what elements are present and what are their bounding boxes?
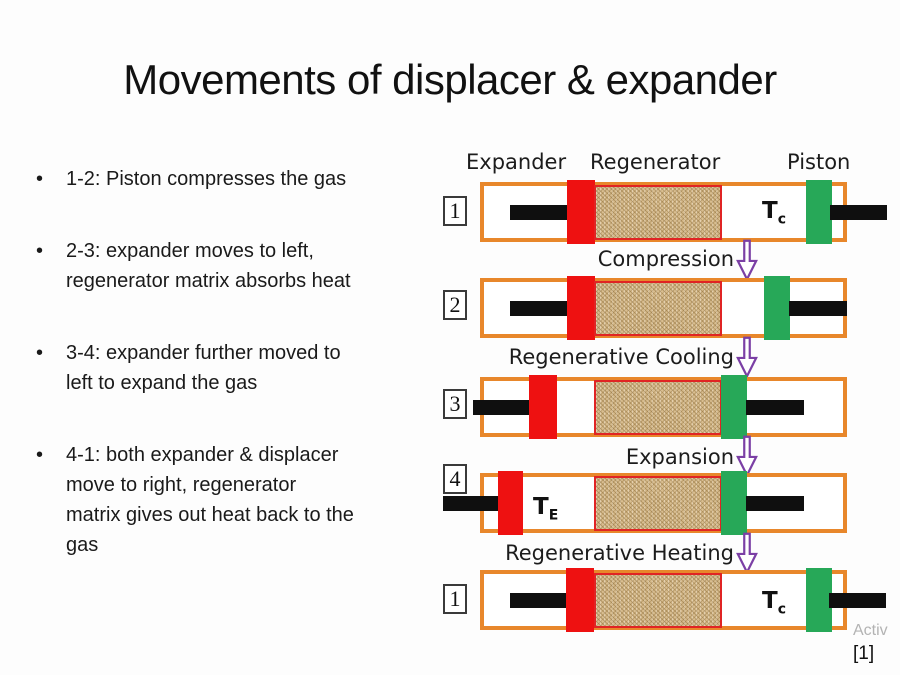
column-label-piston: Piston [787,150,851,174]
list-item: 4-1: both expander & displacer move to r… [36,440,408,560]
piston-rod [789,301,847,316]
bullet-text: 4-1: both expander & displacer move to r… [66,444,354,556]
column-label-regenerator: Regenerator [590,150,721,174]
activate-watermark: Activ [853,622,888,639]
bullet-text: 3-4: expander further moved to left to e… [66,342,341,394]
stage-number: 1 [443,196,467,226]
bullet-text: 2-3: expander moves to left, regenerator… [66,240,351,292]
stage-number: 1 [443,584,467,614]
column-label-expander: Expander [466,150,567,174]
down-arrow-icon [736,435,758,477]
expander-rod [473,400,531,415]
transition-label: Compression [597,247,734,271]
list-item: 1-2: Piston compresses the gas [36,164,408,194]
regenerator-matrix [594,573,722,628]
expander-block [566,568,594,632]
temp-subscript: E [548,507,559,524]
temp-subscript: c [777,211,787,228]
stage-number: 4 [443,464,467,494]
piston-block [721,375,747,439]
piston-rod [829,593,886,608]
piston-block [721,471,747,535]
temp-symbol: T [762,588,778,614]
expander-block [567,276,595,340]
regenerator-matrix [594,476,722,531]
transition-label: Regenerative Heating [505,541,734,565]
temperature-label: Tc [762,198,786,228]
expander-block [567,180,595,244]
list-item: 3-4: expander further moved to left to e… [36,338,408,398]
regenerator-matrix [594,185,722,240]
stage-number: 3 [443,389,467,419]
list-item: 2-3: expander moves to left, regenerator… [36,236,408,296]
transition-label: Regenerative Cooling [508,345,734,369]
regenerator-matrix [594,281,722,336]
down-arrow-icon [736,336,758,378]
down-arrow-icon [736,239,758,281]
expander-rod [510,205,568,220]
bullet-text: 1-2: Piston compresses the gas [66,168,347,190]
transition-label: Expansion [625,445,734,469]
temp-symbol: T [533,494,549,520]
temperature-label: Tc [762,588,786,618]
temperature-label: TE [533,494,558,524]
piston-rod [830,205,887,220]
citation-reference: [1] [853,643,875,664]
stage-number: 2 [443,290,467,320]
temp-subscript: c [777,601,787,618]
piston-block [764,276,790,340]
page-title: Movements of displacer & expander [123,56,777,103]
regenerator-matrix [594,380,722,435]
expander-block [498,471,523,535]
down-arrow-icon [736,532,758,574]
expander-block [529,375,557,439]
expander-rod [443,496,501,511]
piston-block [806,180,832,244]
piston-rod [746,496,804,511]
temp-symbol: T [762,198,778,224]
piston-rod [746,400,804,415]
expander-rod [510,593,568,608]
piston-block [806,568,832,632]
expander-rod [510,301,568,316]
